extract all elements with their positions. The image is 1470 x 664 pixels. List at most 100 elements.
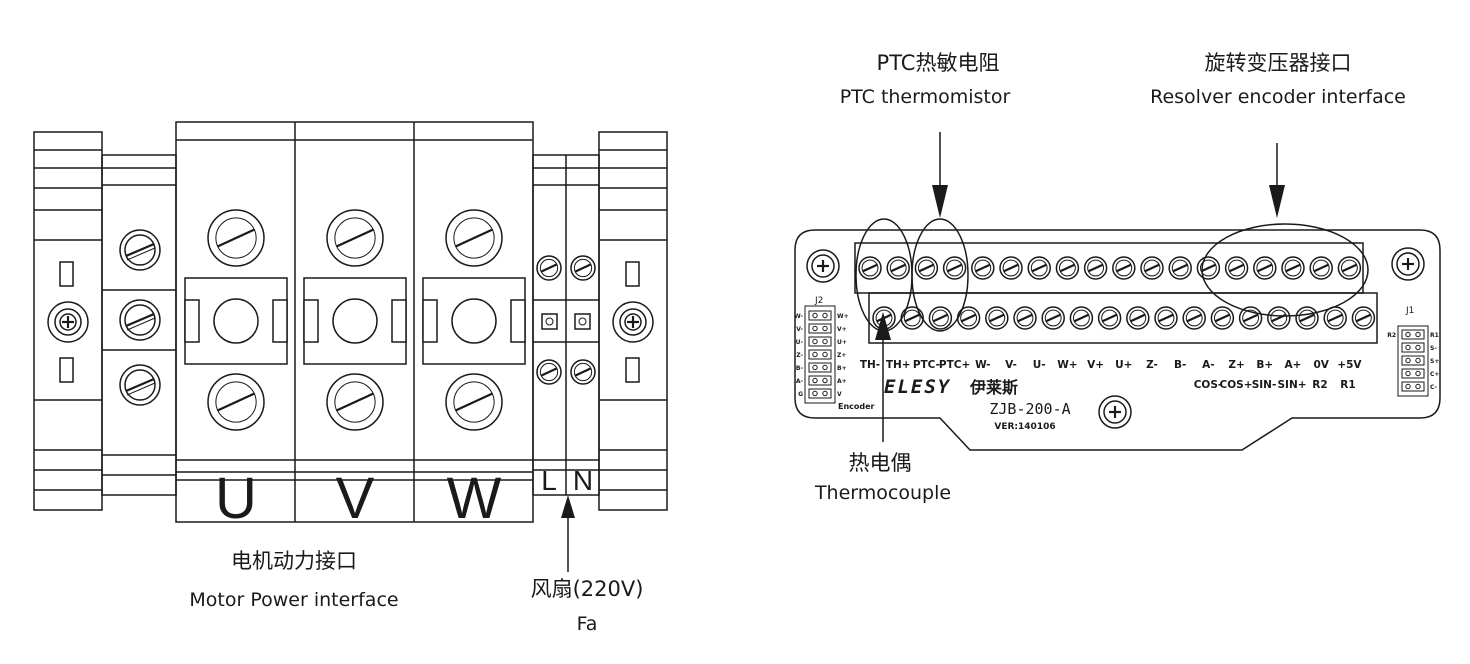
terminal-screw-icon <box>900 306 924 330</box>
motor-power-caption-en: Motor Power interface <box>189 589 398 611</box>
terminal-screw-icon <box>1295 306 1319 330</box>
terminal-screw-icon <box>1097 306 1122 330</box>
j1-pin-label: R2 <box>1387 332 1396 339</box>
j2-pin-label: V <box>837 391 842 398</box>
right-end-bracket <box>598 131 668 511</box>
terminal-screw-icon <box>1253 256 1277 280</box>
terminal-screw-icon <box>1083 256 1108 280</box>
phase-screw-icon <box>207 209 265 267</box>
pin-label: A+ <box>1285 359 1302 371</box>
pin-label: COS- <box>1194 379 1223 391</box>
j1-pin-label: C+ <box>1430 371 1439 378</box>
pin-label: Z- <box>1146 359 1158 371</box>
terminal-screw-icon <box>1154 306 1178 330</box>
ptc-arrow <box>932 132 948 218</box>
terminal-screw-icon <box>1126 306 1150 330</box>
pin-label: B+ <box>1256 359 1273 371</box>
j1-connector <box>1397 325 1429 397</box>
j2-connector <box>804 305 836 404</box>
j2-pin-label: V+ <box>837 326 847 333</box>
mount-screw-icon <box>1098 395 1132 429</box>
thermocouple-label-en: Thermocouple <box>814 482 951 504</box>
terminal-screw-icon <box>1351 306 1376 330</box>
pin-label: PTC- <box>913 359 940 371</box>
phase-screw-icon <box>326 373 384 431</box>
j2-label: J2 <box>814 296 823 306</box>
left-end-bracket <box>33 131 103 511</box>
terminal-screw-icon <box>1027 256 1051 280</box>
terminal-screw-icon <box>1337 256 1362 280</box>
terminal-screw-icon <box>858 256 882 280</box>
j1-pin-label: C- <box>1430 384 1438 391</box>
encoder-interface-board: PTC热敏电阻 PTC thermomistor 旋转变压器接口 Resolve… <box>794 51 1441 504</box>
phase-collar <box>422 277 526 365</box>
pin-label: B- <box>1174 359 1186 371</box>
j2-pin-label: W- <box>794 313 803 320</box>
board-outline <box>794 229 1441 451</box>
resolver-arrow <box>1269 143 1285 218</box>
terminal-screw-icon <box>942 256 967 280</box>
pin-label: SIN+ <box>1277 379 1306 391</box>
phase-collar <box>303 277 407 365</box>
j2-pin-label: V- <box>796 326 803 333</box>
terminal-screw-icon <box>1224 256 1249 280</box>
terminal-screw-icon <box>1069 306 1094 330</box>
terminal-screw-icon <box>985 306 1009 330</box>
j2-pin-label: A+ <box>837 378 847 385</box>
j1-pin-label: S+ <box>1430 358 1439 365</box>
upper-terminal-row <box>854 242 1364 294</box>
terminal-screw-icon <box>971 256 995 280</box>
pin-label: W+ <box>1057 359 1077 371</box>
j2-pin-label: G <box>798 391 803 398</box>
fan-n-label: N <box>573 465 593 496</box>
pin-label: V- <box>1005 359 1017 371</box>
fan-terminals <box>532 154 600 496</box>
fan-caption-cn: 风扇(220V) <box>531 577 644 601</box>
phase-screw-icon <box>445 209 503 267</box>
terminal-screw-icon <box>999 256 1023 280</box>
fan-screw-icon <box>536 359 562 385</box>
pin-label: U+ <box>1115 359 1132 371</box>
screw-icon <box>119 229 161 271</box>
ptc-highlight <box>911 218 969 332</box>
terminal-screw-icon <box>1210 306 1235 330</box>
phase-u-label: U <box>215 466 257 531</box>
pin-label: V+ <box>1087 359 1104 371</box>
phase-terminals <box>175 121 534 523</box>
model-number: ZJB-200-A <box>989 400 1070 418</box>
terminal-screw-icon <box>886 256 910 280</box>
mount-screw-icon <box>1391 247 1425 281</box>
pin-label: PTC+ <box>939 359 970 371</box>
terminal-screw-icon <box>1238 306 1263 330</box>
pin-label: R2 <box>1312 379 1327 391</box>
j2-pin-label: U+ <box>837 339 847 346</box>
terminal-screw-icon <box>1041 306 1065 330</box>
pin-label: W- <box>975 359 990 371</box>
fan-screw-icon <box>570 255 596 281</box>
terminal-screw-icon <box>928 306 953 330</box>
j2-caption: Encoder <box>838 402 875 411</box>
j1-label: J1 <box>1405 306 1414 316</box>
fan-l-label: L <box>541 465 557 496</box>
fan-screw-icon <box>536 255 562 281</box>
terminal-screw-icon <box>1196 256 1221 280</box>
pin-label: TH+ <box>886 359 911 371</box>
thermocouple-arrow <box>875 312 891 442</box>
j2-pin-label: W+ <box>837 313 849 320</box>
resolver-label-cn: 旋转变压器接口 <box>1205 51 1352 75</box>
terminal-screw-icon <box>1281 256 1305 280</box>
thermocouple-highlight <box>855 218 913 332</box>
j2-pin-label: U- <box>796 339 804 346</box>
terminal-screw-icon <box>956 306 981 330</box>
motor-power-terminal-block: U V W L N <box>33 121 668 635</box>
phase-w-label: W <box>447 466 502 531</box>
terminal-screw-icon <box>1140 256 1164 280</box>
pin-label: Z+ <box>1228 359 1244 371</box>
j2-pin-label: Z+ <box>837 352 846 359</box>
pin-label: A- <box>1202 359 1214 371</box>
phase-collar <box>184 277 288 365</box>
terminal-screw-icon <box>914 256 939 280</box>
j2-pin-label: B- <box>796 365 804 372</box>
ptc-label-cn: PTC热敏电阻 <box>877 51 1000 75</box>
